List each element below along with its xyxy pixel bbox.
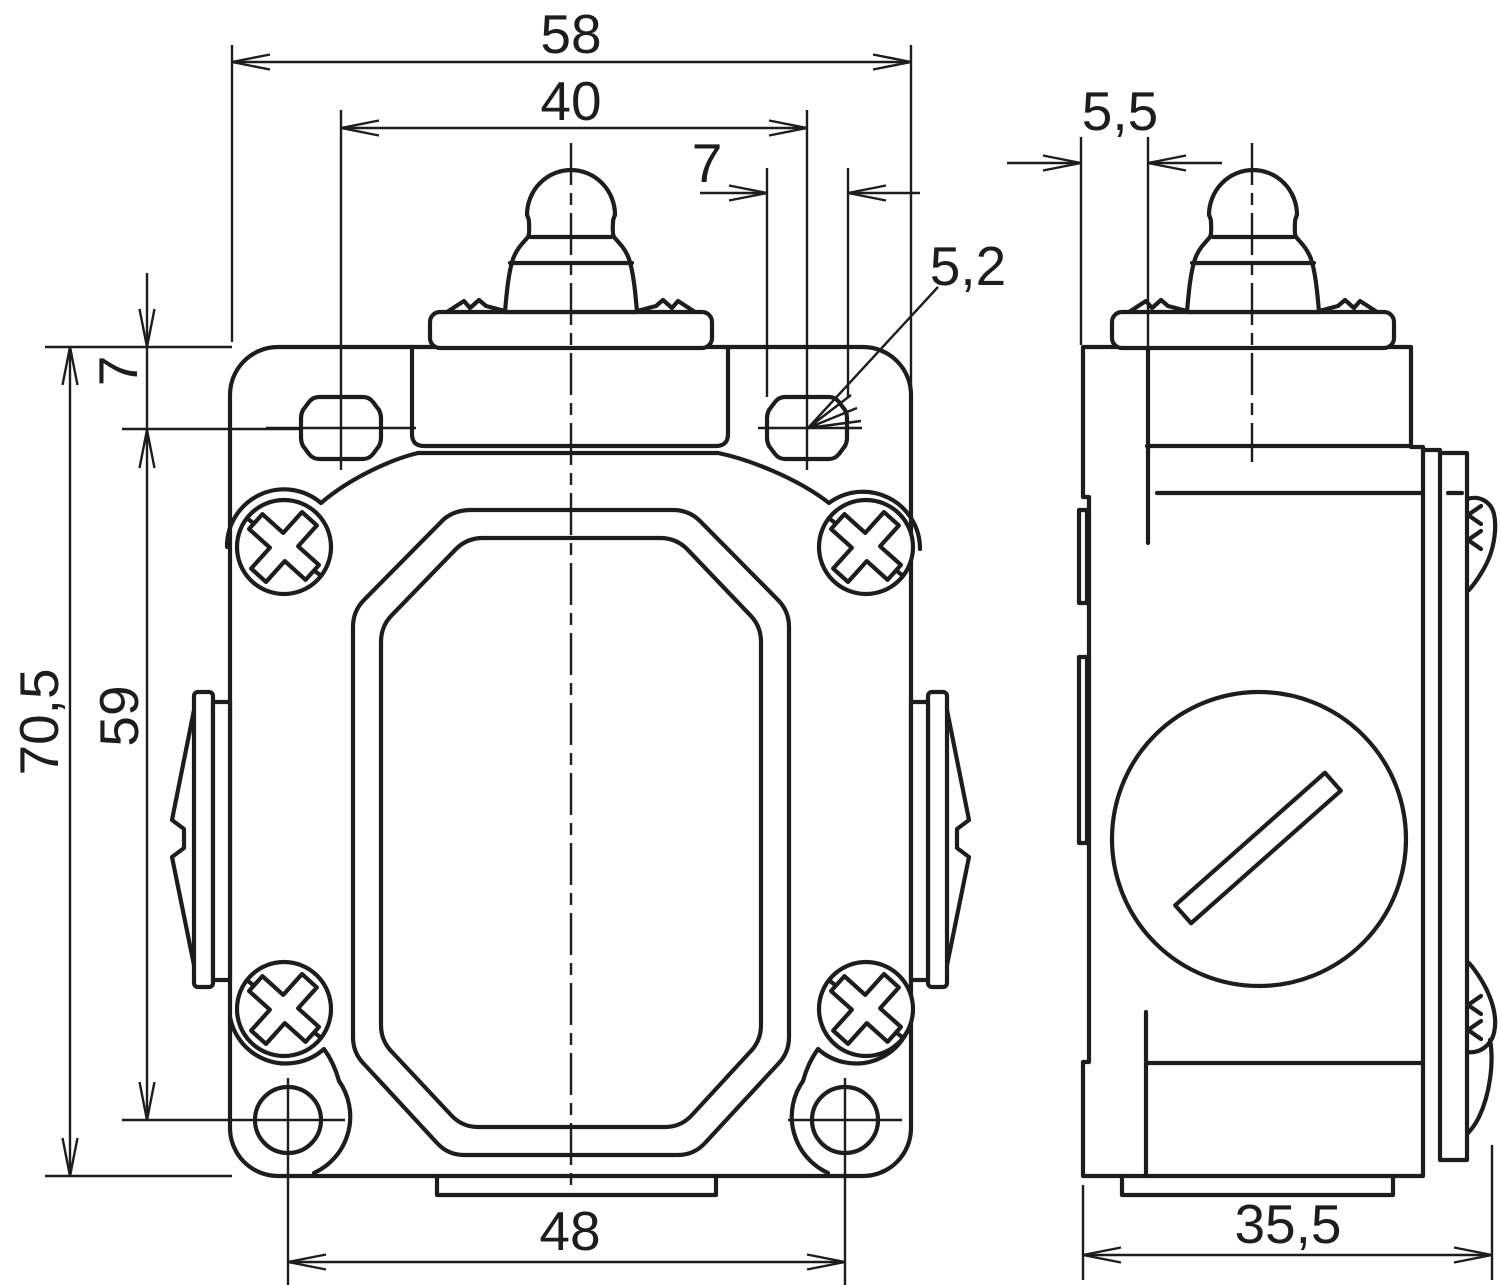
clamp-right	[908, 689, 972, 990]
dim-top-to-hole-and-59: 7 59	[87, 273, 300, 1122]
screw-bottom-right	[812, 955, 919, 1062]
front-view	[122, 110, 972, 1285]
dim-label-70-5: 70,5	[8, 668, 70, 775]
dim-slot-width-leader: 5,2	[807, 235, 1006, 430]
side-clip-top	[1464, 495, 1498, 593]
dim-head-offset: 5,5	[1007, 80, 1222, 347]
screw-top-left	[230, 493, 337, 600]
dim-overall-depth: 35,5	[1081, 1145, 1494, 1280]
dim-label-5-5: 5,5	[1082, 80, 1158, 142]
dim-label-5-2: 5,2	[930, 235, 1006, 297]
dim-hole-spacing-x: 40	[339, 70, 809, 137]
side-rib-upper	[1076, 507, 1090, 606]
dim-label-35-5: 35,5	[1234, 1193, 1341, 1255]
dim-slot-length: 7	[692, 132, 920, 397]
side-bottom-tab	[1119, 1173, 1396, 1198]
dim-label-40: 40	[540, 70, 601, 132]
dim-label-58: 58	[540, 3, 601, 65]
dim-label-59: 59	[88, 685, 150, 746]
dim-overall-width: 58	[230, 3, 913, 400]
dim-overall-height: 70,5	[8, 345, 232, 1178]
side-rib-lower	[1076, 654, 1090, 846]
dim-bottom-hole-spacing: 48	[286, 1200, 847, 1271]
dim-label-7-vert: 7	[87, 356, 149, 387]
cover-slot	[1173, 770, 1343, 926]
side-cover-plate	[1420, 447, 1470, 1163]
clamp-left	[169, 689, 233, 990]
side-clip-bottom	[1464, 960, 1498, 1136]
dimensions: 58 40 7 5,2	[8, 3, 1494, 1280]
front-bottom-tab	[434, 1173, 719, 1198]
side-view	[1076, 143, 1498, 1198]
dim-label-48: 48	[539, 1200, 600, 1262]
dim-label-7-slot: 7	[692, 132, 723, 194]
